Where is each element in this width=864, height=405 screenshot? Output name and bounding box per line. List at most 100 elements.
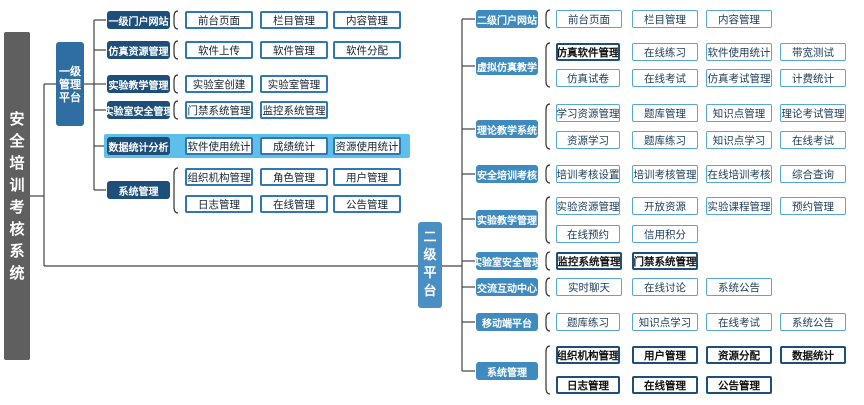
level2-category: 移动端平台 [476,313,538,331]
level1-leaf: 角色管理 [260,168,328,186]
level1-platform: 一级管理平台 [56,42,84,126]
group-bracket [173,10,179,30]
level1-category: 仿真资源管理 [107,41,170,59]
group-bracket [545,42,551,88]
level2-leaf: 培训考核管理 [632,165,698,183]
group-bracket [545,164,551,184]
level2-leaf: 在线考试 [780,131,846,149]
level1-category: 系统管理 [107,181,170,199]
level1-category: 实验教学管理 [107,75,170,93]
level2-leaf: 组织机构管理 [556,346,620,364]
group-bracket [545,312,551,332]
level1-leaf: 实验室创建 [185,75,253,93]
level2-leaf: 系统公告 [780,313,846,331]
level2-leaf: 信用积分 [632,225,698,243]
group-bracket [173,167,179,214]
level2-leaf: 知识点管理 [706,104,772,122]
level2-leaf: 仿真软件管理 [556,43,620,61]
level2-leaf: 学习资源管理 [556,104,620,122]
level2-leaf: 带宽测试 [780,43,846,61]
level1-leaf: 监控系统管理 [260,101,328,119]
level2-category: 二级门户网站 [476,10,538,28]
level2-category: 实验教学管理 [476,210,538,228]
level2-leaf: 在线预约 [556,225,620,243]
level1-leaf: 实验室管理 [260,75,328,93]
group-bracket [545,345,551,395]
group-bracket [545,277,551,297]
level2-platform-label: 二级平台 [423,230,437,299]
level2-leaf: 数据统计 [780,346,846,364]
level2-leaf: 监控系统管理 [556,252,622,270]
level2-leaf: 培训考核设置 [556,165,620,183]
level2-leaf: 内容管理 [706,10,772,28]
level2-leaf: 综合查询 [780,165,846,183]
level2-category: 系统管理 [476,362,538,380]
level2-leaf: 开放资源 [632,197,698,215]
level2-leaf: 前台页面 [556,10,622,28]
level2-category: 理论教学系统 [476,120,538,138]
level1-leaf: 内容管理 [333,11,401,29]
level1-platform-label: 一级管理平台 [59,64,81,104]
level2-leaf: 日志管理 [556,376,620,394]
group-bracket [545,251,551,271]
level2-category: 虚拟仿真教学 [476,57,538,75]
level2-leaf: 系统公告 [706,278,772,296]
level2-leaf: 实时聊天 [556,278,622,296]
level2-leaf: 题库管理 [632,104,698,122]
level2-platform: 二级平台 [418,222,442,308]
level2-leaf: 栏目管理 [632,10,698,28]
root-label: 安全培训考核系统 [9,110,25,282]
level2-leaf: 题库练习 [556,313,620,331]
level1-leaf: 日志管理 [185,195,253,213]
group-bracket [545,103,551,150]
level2-leaf: 知识点学习 [706,131,772,149]
level1-leaf: 资源使用统计 [333,137,401,155]
level2-leaf: 门禁系统管理 [632,252,698,270]
group-bracket [173,100,179,120]
level2-leaf: 公告管理 [706,376,772,394]
level1-leaf: 软件管理 [260,41,328,59]
level2-leaf: 实验资源管理 [556,197,620,215]
level2-leaf: 在线讨论 [632,278,698,296]
level2-category: 安全培训考核 [476,165,538,183]
level1-category: 实验室安全管理 [107,101,170,119]
level1-category: 一级门户网站 [107,11,170,29]
level2-leaf: 仿真考试管理 [706,69,772,87]
level2-leaf: 知识点学习 [632,313,698,331]
level2-leaf: 在线管理 [632,376,698,394]
level2-leaf: 仿真试卷 [556,69,620,87]
level2-leaf: 理论考试管理 [780,104,846,122]
level1-leaf: 成绩统计 [260,137,328,155]
root-node: 安全培训考核系统 [4,32,30,360]
level1-category: 数据统计分析 [107,137,170,155]
level1-leaf: 门禁系统管理 [185,101,253,119]
group-bracket [173,40,179,60]
level2-leaf: 在线考试 [706,313,772,331]
level1-leaf: 软件分配 [333,41,401,59]
level2-leaf: 软件使用统计 [706,43,772,61]
level2-category: 交流互动中心 [476,278,538,296]
level2-leaf: 用户管理 [632,346,698,364]
level1-leaf: 软件上传 [185,41,253,59]
level2-leaf: 计费统计 [780,69,846,87]
level1-leaf: 公告管理 [333,195,401,213]
level2-leaf: 题库练习 [632,131,698,149]
level2-category: 实验室安全管理 [476,252,538,270]
level1-leaf: 用户管理 [333,168,401,186]
level1-leaf: 在线管理 [260,195,328,213]
level2-leaf: 在线练习 [632,43,698,61]
level1-leaf: 软件使用统计 [185,137,253,155]
level2-leaf: 预约管理 [780,197,846,215]
level1-leaf: 前台页面 [185,11,253,29]
level2-leaf: 资源学习 [556,131,620,149]
level2-leaf: 实验课程管理 [706,197,772,215]
level2-leaf: 在线培训考核 [706,165,772,183]
level1-leaf: 组织机构管理 [185,168,253,186]
level2-leaf: 资源分配 [706,346,772,364]
group-bracket [545,196,551,244]
group-bracket [173,74,179,94]
group-bracket [545,9,551,29]
level1-leaf: 栏目管理 [260,11,328,29]
